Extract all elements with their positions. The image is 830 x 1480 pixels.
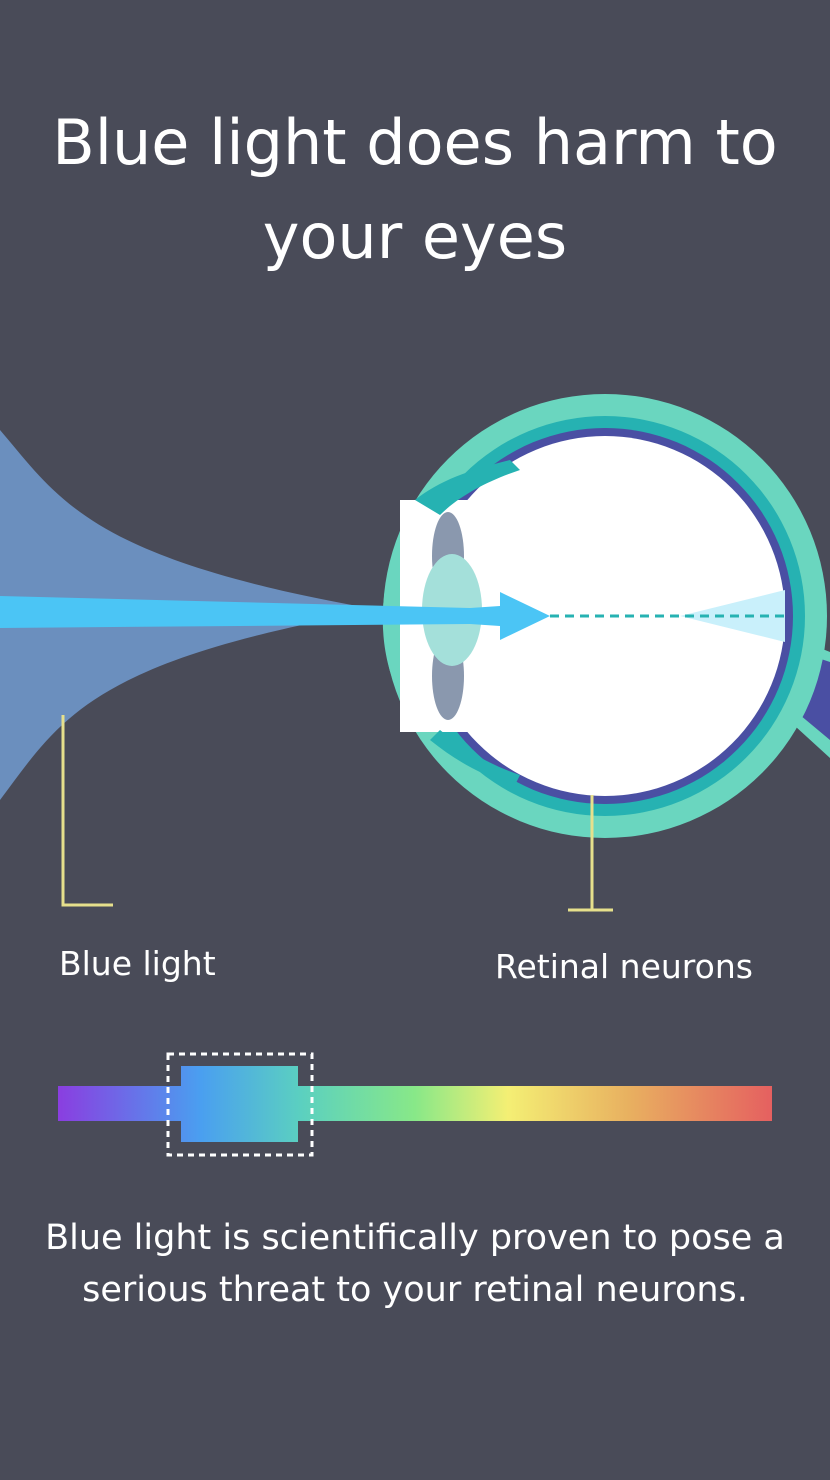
blue-light-leader bbox=[61, 715, 113, 907]
light-spectrum-bar bbox=[58, 1052, 772, 1157]
eye-diagram bbox=[0, 394, 830, 912]
vitreous bbox=[425, 436, 785, 796]
caption: Blue light is scientifically proven to p… bbox=[45, 1218, 785, 1310]
retinal-neurons-label: Retinal neurons bbox=[495, 947, 753, 986]
blue-light-label: Blue light bbox=[59, 944, 216, 983]
page-title: Blue light does harm to your eyes bbox=[52, 106, 778, 273]
retina-leader bbox=[568, 795, 613, 912]
light-ray-arrow-icon bbox=[0, 596, 470, 628]
spectrum-gradient bbox=[58, 1086, 772, 1121]
blue-band-selection-box bbox=[166, 1052, 314, 1157]
blue-band-highlight bbox=[181, 1066, 298, 1142]
